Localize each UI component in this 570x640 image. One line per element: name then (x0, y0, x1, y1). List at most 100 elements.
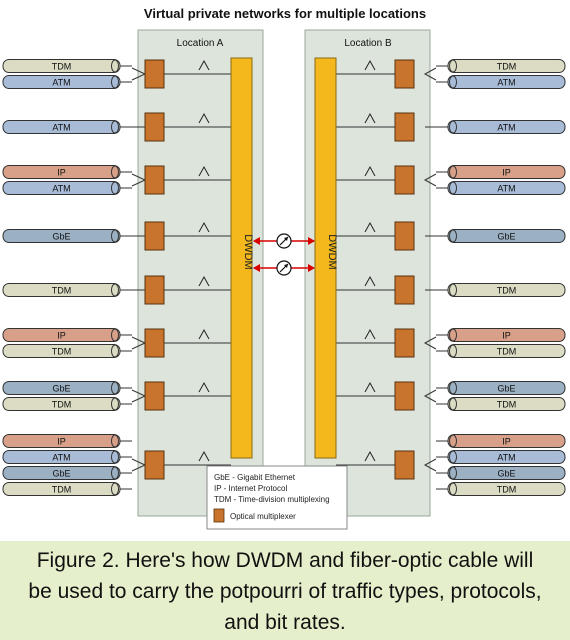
channel-label: IP (57, 168, 66, 178)
fiber-junction (423, 336, 437, 350)
location-b-label: Location B (344, 38, 392, 49)
cable-right-3-0-end (449, 229, 457, 243)
cable-left-7-1-end (111, 450, 119, 464)
wavelength-icon (364, 381, 376, 393)
cable-right-5-1-end (449, 344, 457, 358)
legend-item-tdm: TDM - Time-division multiplexing (214, 495, 330, 504)
wavelength-icon (198, 165, 210, 177)
optical-multiplexer (144, 112, 165, 142)
location-a-label: Location A (177, 38, 224, 49)
legend-box (206, 465, 348, 530)
channel-label: ATM (497, 78, 515, 88)
optical-multiplexer (394, 328, 415, 358)
channel-label: IP (57, 331, 66, 341)
optical-multiplexer (394, 381, 415, 411)
caption-line-2: be used to carry the potpourri of traffi… (28, 580, 542, 603)
channel-label: TDM (52, 347, 72, 357)
wavelength-icon (198, 275, 210, 287)
caption-line-3: and bit rates. (224, 611, 346, 634)
optical-multiplexer (394, 112, 415, 142)
channel-label: TDM (497, 286, 517, 296)
wavelength-icon (364, 221, 376, 233)
legend-mux-swatch (213, 508, 225, 523)
cable-left-1-0-end (111, 120, 119, 134)
cable-left-6-0-end (111, 381, 119, 395)
cable-right-2-1-end (449, 181, 457, 195)
channel-label: GbE (52, 384, 70, 394)
wavelength-icon (198, 450, 210, 462)
fiber-junction (423, 458, 437, 472)
optical-multiplexer (394, 59, 415, 89)
dwdm-label-b: DWDM (326, 234, 338, 269)
cable-left-4-0-end (111, 283, 119, 297)
optical-multiplexer (144, 275, 165, 305)
channel-label: TDM (497, 485, 517, 495)
dwdm-network-diagram: Virtual private networks for multiple lo… (2, 6, 566, 530)
caption-line-1: Figure 2. Here's how DWDM and fiber-opti… (36, 549, 534, 572)
cable-right-1-0-end (449, 120, 457, 134)
channel-label: TDM (497, 62, 517, 72)
wavelength-icon (364, 328, 376, 340)
channel-label: ATM (52, 78, 70, 88)
cable-left-3-0-end (111, 229, 119, 243)
dwdm-bar-a (230, 57, 253, 459)
wavelength-icon (198, 59, 210, 71)
dwdm-bar-b (314, 57, 337, 459)
dwdm-label-a: DWDM (242, 234, 254, 269)
wavelength-icon (198, 112, 210, 124)
cable-right-6-0-end (449, 381, 457, 395)
channel-label: ATM (497, 123, 515, 133)
dwdm-fiber-link-bottom (253, 260, 315, 276)
channel-label: TDM (497, 400, 517, 410)
channel-label: ATM (52, 184, 70, 194)
optical-amplifier-icon (276, 260, 292, 276)
channel-label: IP (57, 437, 66, 447)
cable-right-7-2-end (449, 466, 457, 480)
cable-right-7-3-end (449, 482, 457, 496)
optical-multiplexer (144, 450, 165, 480)
wavelength-icon (198, 381, 210, 393)
dwdm-fiber-link-top (253, 233, 315, 249)
wavelength-icon (198, 221, 210, 233)
wavelength-icon (364, 275, 376, 287)
optical-multiplexer (144, 328, 165, 358)
optical-multiplexer (144, 221, 165, 251)
cable-left-5-1-end (111, 344, 119, 358)
cable-right-4-0-end (449, 283, 457, 297)
cable-left-2-0-end (111, 165, 119, 179)
cable-right-7-0-end (449, 434, 457, 448)
cable-right-2-0-end (449, 165, 457, 179)
optical-multiplexer (394, 450, 415, 480)
optical-multiplexer (144, 165, 165, 195)
channel-rows: TDM TDM ATM ATM ATM ATM IP IP ATM ATM GbE GbE TDM TDM… (2, 59, 566, 496)
optical-multiplexer (394, 221, 415, 251)
cable-left-0-0-end (111, 59, 119, 73)
channel-label: IP (502, 331, 511, 341)
channel-label: GbE (497, 232, 515, 242)
optical-multiplexer (144, 381, 165, 411)
cable-left-2-1-end (111, 181, 119, 195)
cable-left-7-0-end (111, 434, 119, 448)
channel-label: ATM (52, 453, 70, 463)
cable-right-7-1-end (449, 450, 457, 464)
channel-label: GbE (497, 469, 515, 479)
channel-label: ATM (52, 123, 70, 133)
channel-label: IP (502, 168, 511, 178)
channel-label: ATM (497, 184, 515, 194)
optical-multiplexer (394, 165, 415, 195)
legend: GbE - Gigabit Ethernet IP - Internet Pro… (206, 465, 348, 530)
fiber-junction (423, 173, 437, 187)
wavelength-icon (364, 165, 376, 177)
cable-left-0-1-end (111, 75, 119, 89)
channel-label: GbE (52, 232, 70, 242)
cable-right-0-0-end (449, 59, 457, 73)
optical-multiplexer (144, 59, 165, 89)
channel-label: TDM (52, 62, 72, 72)
fiber-junction (423, 389, 437, 403)
wavelength-icon (198, 328, 210, 340)
channel-label: TDM (52, 485, 72, 495)
cable-left-7-3-end (111, 482, 119, 496)
diagram-title: Virtual private networks for multiple lo… (144, 6, 426, 21)
channel-label: GbE (497, 384, 515, 394)
wavelength-icon (364, 450, 376, 462)
